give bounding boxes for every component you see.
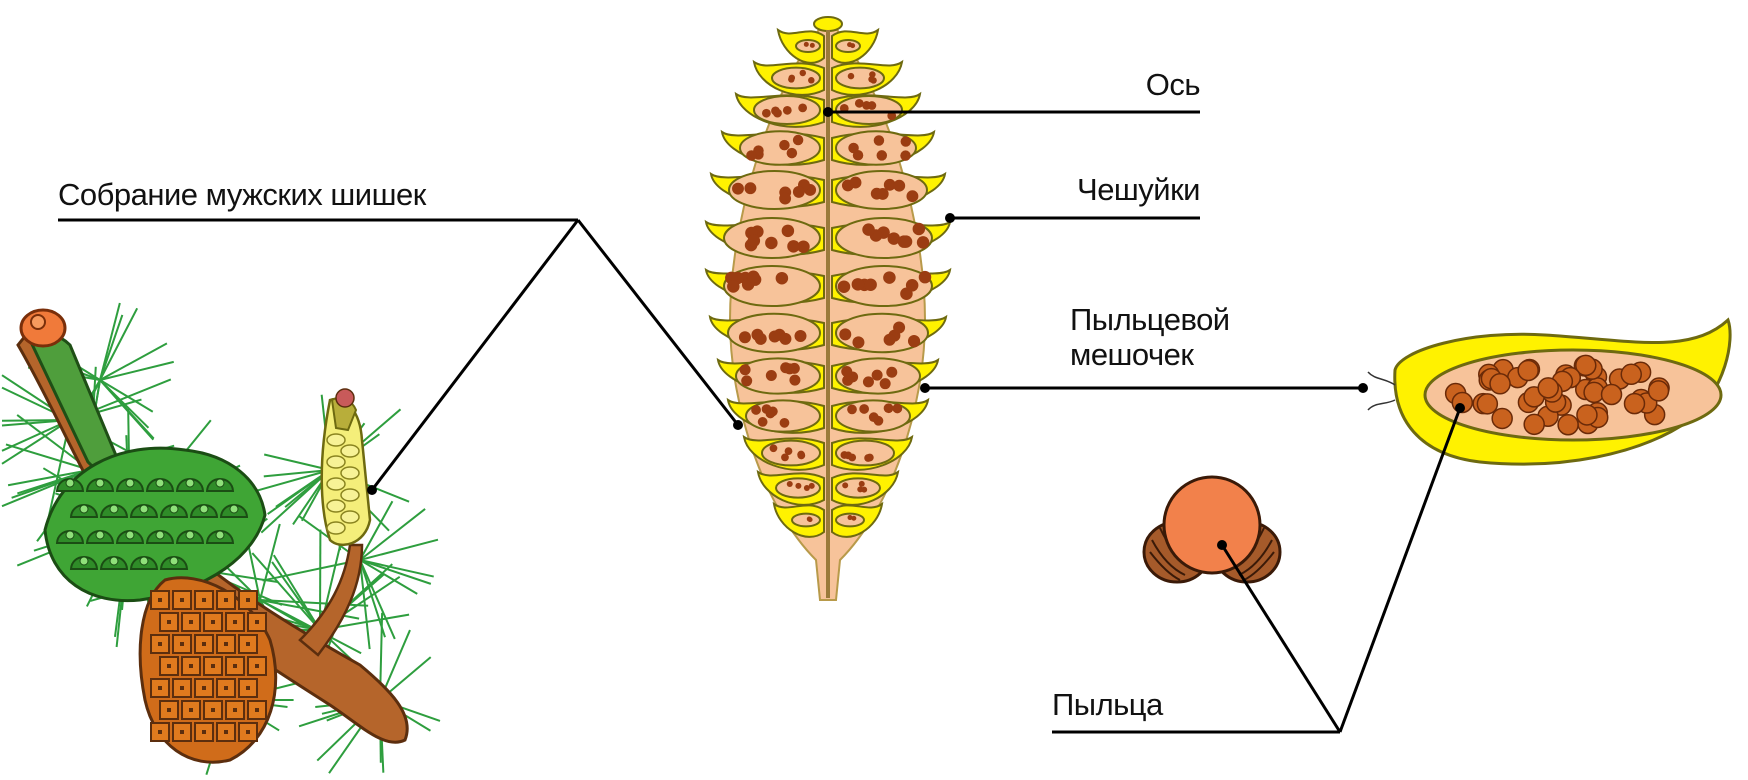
label-pollen-sac-line1: Пыльцевой xyxy=(1070,302,1230,337)
label-pollen-sac-line2: мешочек xyxy=(1070,337,1194,372)
male-cone-longitudinal-section xyxy=(706,17,950,600)
pollen-grain-body xyxy=(1164,477,1260,573)
pine-branch-illustration xyxy=(2,303,440,775)
male-cone-cluster xyxy=(322,389,370,545)
label-axis: Ось xyxy=(1146,67,1200,102)
pollen-grain-illustration xyxy=(1144,477,1280,582)
pollen-sac-illustration xyxy=(1368,320,1730,464)
young-female-cone xyxy=(45,448,265,601)
label-male-cones-cluster: Собрание мужских шишек xyxy=(58,177,427,212)
label-scales: Чешуйки xyxy=(1077,172,1200,207)
mature-female-cone xyxy=(140,578,276,762)
label-pollen: Пыльца xyxy=(1052,687,1164,722)
